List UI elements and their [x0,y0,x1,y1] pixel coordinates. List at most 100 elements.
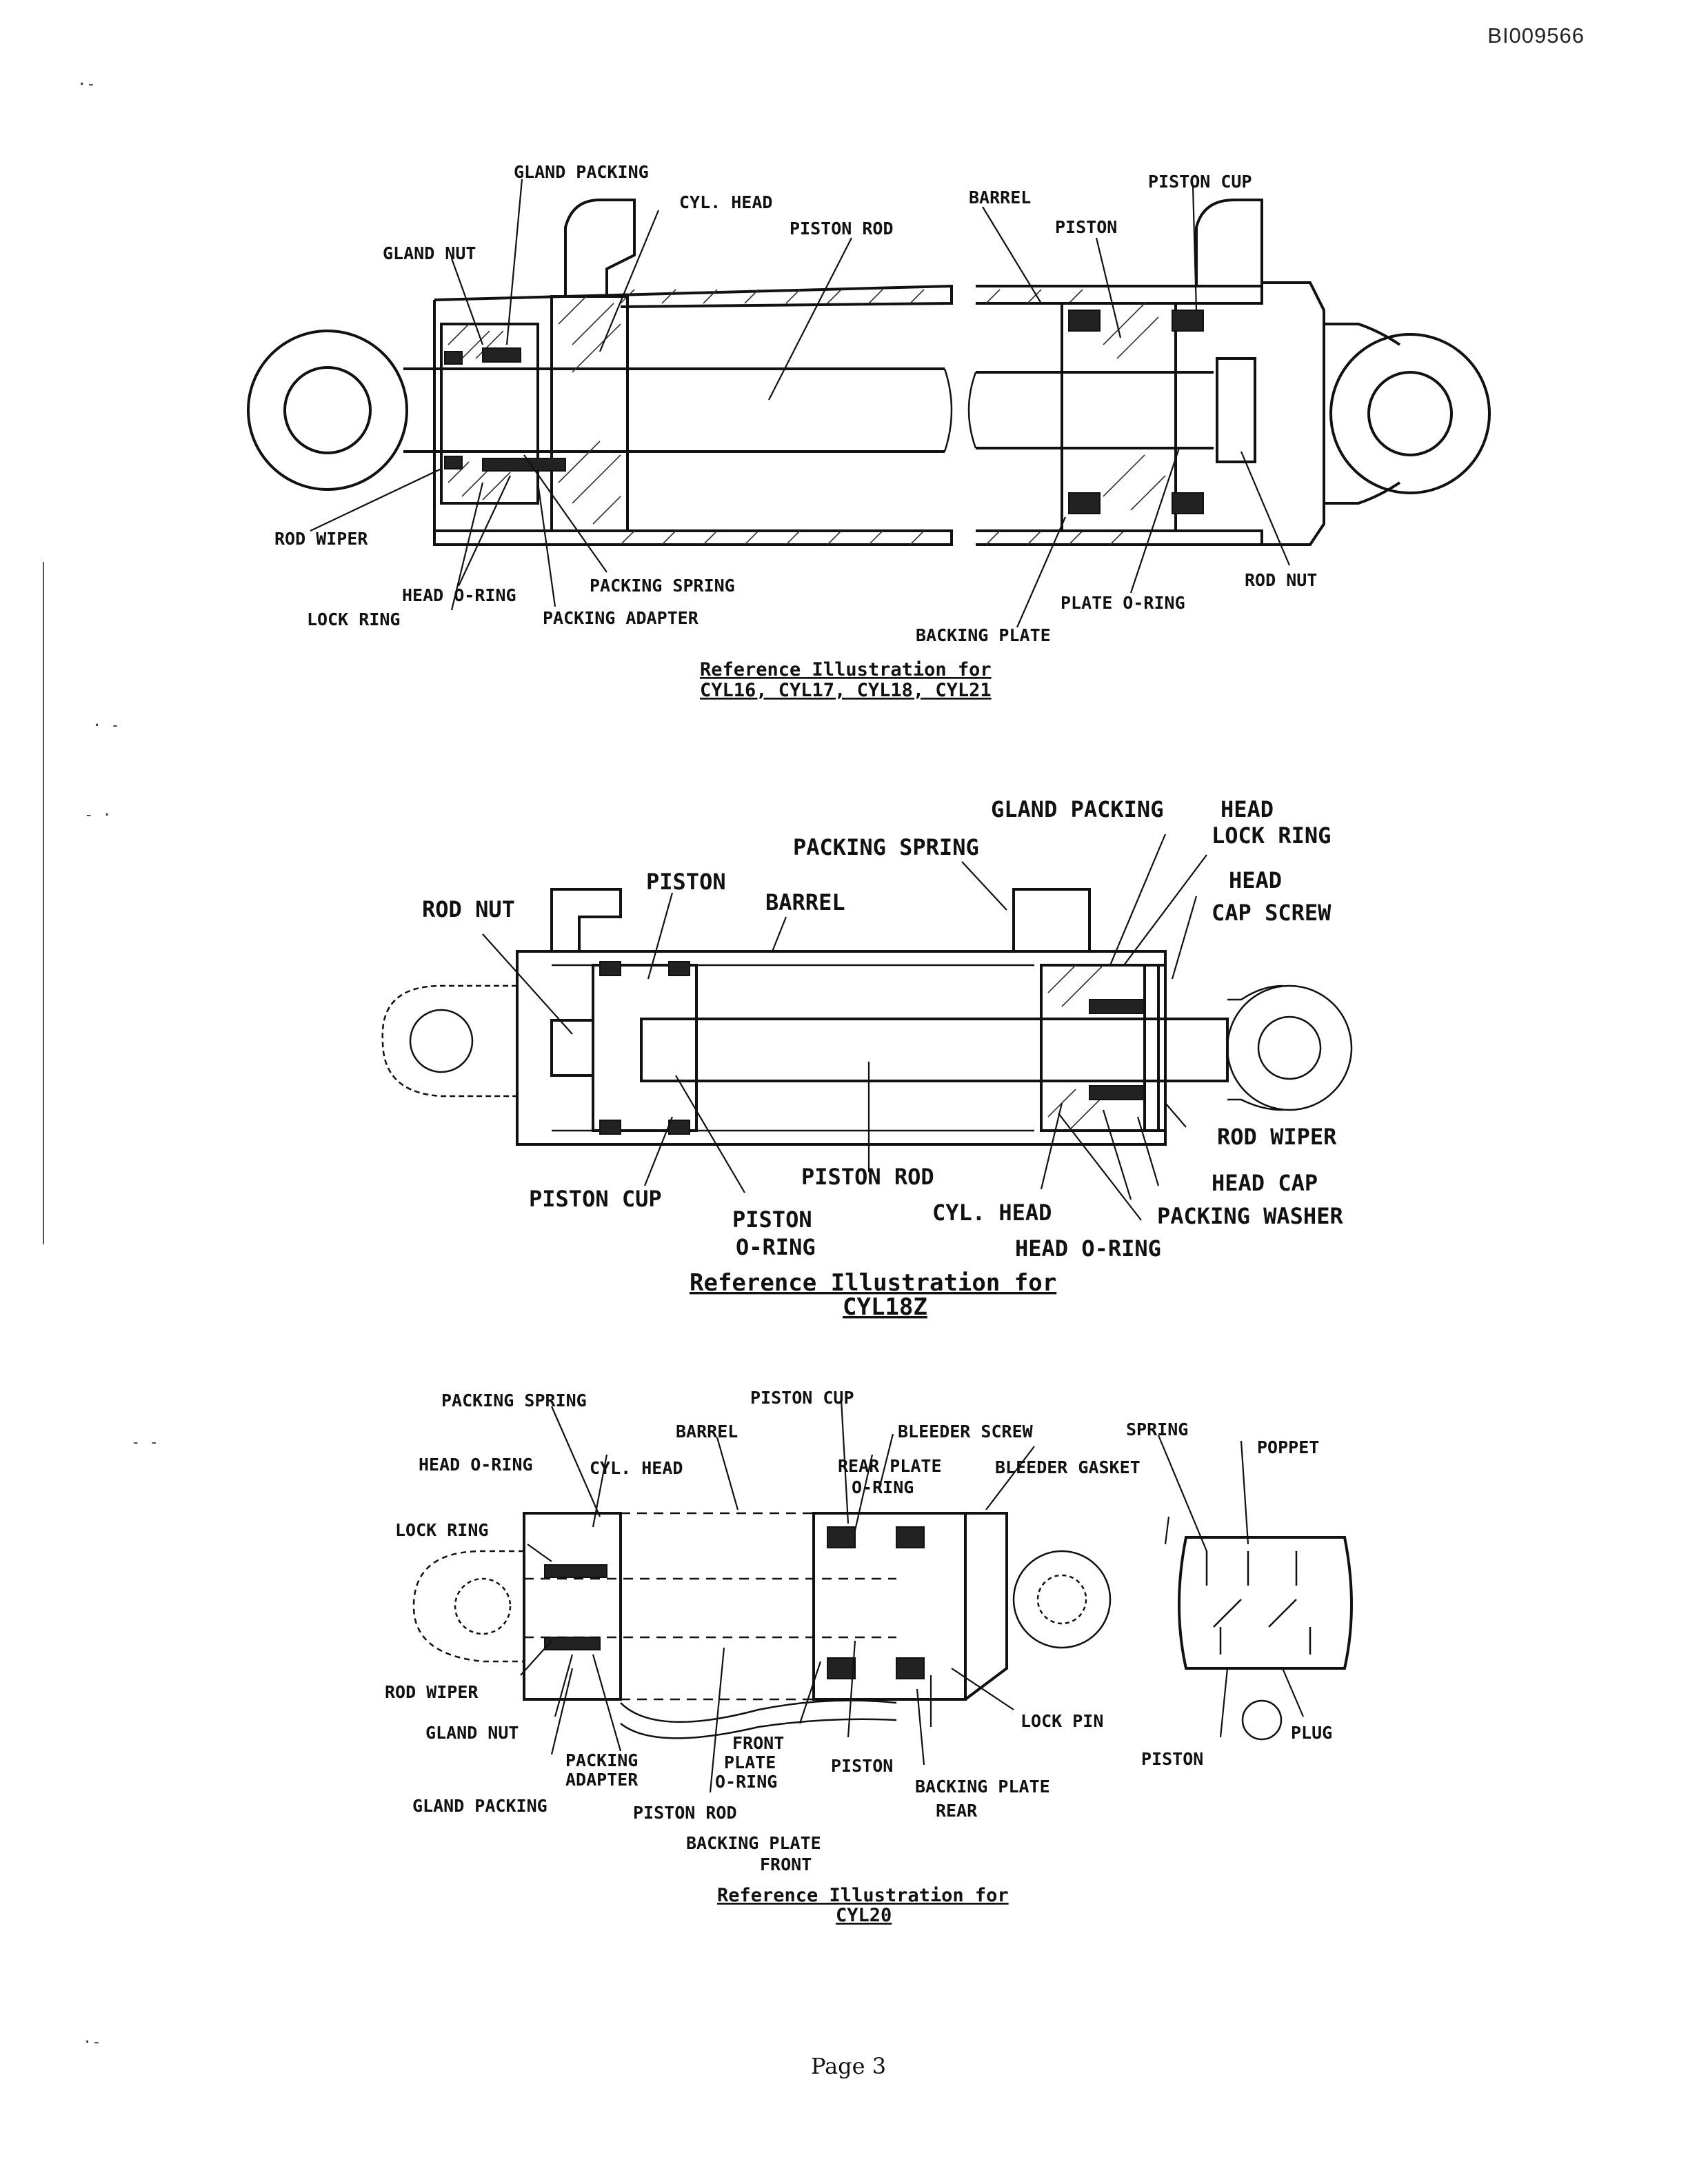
piston-cup-seal [827,1657,856,1679]
fig3-label-rod-wiper: ROD WIPER [385,1682,479,1702]
fig2-label-rod-nut: ROD NUT [422,896,515,922]
gland-packing-seal [544,1564,607,1578]
fig1-label-head-o-ring: HEAD O-RING [402,585,516,605]
fig1-label-gland-packing: GLAND PACKING [514,162,649,182]
left-port [550,888,622,951]
gland-packing-seal [1089,1085,1145,1100]
head-cap [1143,964,1167,1132]
barrel-hatch-left [620,289,925,545]
fig3-label-gland-nut: GLAND NUT [425,1723,519,1743]
piston-cup-seal [896,1657,925,1679]
cylinder-diagram-cyl20: PACKING SPRING PISTON CUP BARREL BLEEDER… [385,1388,1353,1926]
fig3-label-front-plate-1: FRONT [732,1733,784,1753]
fig3-caption-line1: Reference Illustration for [717,1885,1009,1906]
scan-speck: - - [131,1434,159,1451]
gland-hatch [448,323,511,501]
barrel-hatch-right [985,289,1125,545]
rod-nut [550,1019,594,1077]
fig1-label-plate-o-ring: PLATE O-RING [1061,593,1185,613]
fig2-caption-line2: CYL18Z [843,1293,927,1321]
fig2-caption-line1: Reference Illustration for [690,1269,1056,1297]
fig1-label-rod-nut: ROD NUT [1245,570,1317,590]
fig3-label-backing-plate-rear-2: REAR [936,1801,978,1821]
fig2-label-packing-spring: PACKING SPRING [793,834,979,860]
cylinder-diagram-cyl16-21: GLAND PACKING CYL. HEAD PISTON ROD BARRE… [247,162,1491,701]
fig1-label-backing-plate: BACKING PLATE [916,625,1051,645]
right-rod-eye-bore [1367,371,1453,456]
fig3-caption-line2: CYL20 [836,1905,892,1926]
piston-cup-seal [668,1120,690,1135]
fig2-label-piston-o-ring-1: PISTON [732,1206,812,1233]
fig2-label-cap-screw: CAP SCREW [1212,900,1332,926]
right-rod-eye-bore [1257,1015,1322,1080]
piston-cup-seal [599,961,621,976]
document-id: BI009566 [1487,23,1585,48]
left-port [564,199,636,296]
leader-line [482,833,1207,1221]
fig2-label-head: HEAD [1220,796,1274,822]
scan-speck: - · [84,807,112,824]
fig3-label-cyl-head: CYL. HEAD [590,1458,683,1478]
right-port [1012,888,1091,951]
scan-speck: · - [92,717,120,734]
right-rod-eye [1226,984,1353,1111]
piston-cup-seal [668,961,690,976]
fig3-label-spring: SPRING [1126,1419,1188,1439]
fig2-label-piston-o-ring-2: O-RING [736,1234,816,1260]
piston-cup-seal [1172,492,1204,514]
fig1-caption-line2: CYL16, CYL17, CYL18, CYL21 [700,680,992,701]
piston-cup-seal [827,1526,856,1548]
left-rod-eye-bore [283,366,372,454]
poppet-valve-body [1178,1536,1353,1670]
barrel-right [976,285,1263,546]
right-clevis [1324,323,1401,505]
fig1-label-gland-nut: GLAND NUT [383,243,476,263]
barrel-inner [552,964,1034,1132]
piston [1061,302,1177,532]
left-clevis-bore [454,1577,512,1635]
piston [592,964,698,1132]
fig3-label-piston-2: PISTON [1141,1749,1203,1769]
leader-line [310,179,1291,628]
fig1-label-packing-spring: PACKING SPRING [590,576,735,596]
gland-packing-seal [544,1637,601,1650]
poppet-internals [1205,1551,1312,1655]
hydraulic-line [620,1699,897,1739]
fig2-label-lock-ring: LOCK RING [1212,822,1331,849]
fig3-label-bleeder-screw: BLEEDER SCREW [898,1422,1034,1442]
left-clevis [381,984,517,1098]
rod-break [943,368,977,452]
fig3-label-lock-ring: LOCK RING [395,1520,488,1540]
plug [1241,1699,1283,1741]
fig1-label-piston-cup: PISTON CUP [1148,172,1252,192]
fig3-label-backing-plate-front-2: FRONT [760,1854,812,1874]
right-clevis-bore [1036,1574,1087,1625]
fig1-caption-line1: Reference Illustration for [700,659,992,680]
gland-packing-seal [482,347,521,363]
rod-wiper-seal [444,456,463,469]
cylinder-head [550,295,629,532]
cylinder-diagram-cyl18z: GLAND PACKING HEAD LOCK RING PACKING SPR… [381,796,1353,1321]
barrel-left [433,284,953,546]
fig2-label-rod-wiper: ROD WIPER [1217,1124,1337,1150]
piston-hatch [1103,303,1166,511]
fig2-label-head-o-ring: HEAD O-RING [1015,1235,1161,1262]
fig2-label-piston-rod: PISTON ROD [801,1164,934,1190]
fig3-label-rear-plate-1: REAR PLATE [838,1456,942,1476]
left-clevis-bore [409,1009,474,1073]
fig2-label-cyl-head: CYL. HEAD [932,1200,1052,1226]
fig3-label-backing-plate-front-1: BACKING PLATE [686,1833,821,1853]
right-rod-eye [1329,333,1491,494]
piston-cup-seal [1172,310,1204,332]
piston-rod [640,1018,1229,1082]
piston-rod [403,367,1214,453]
fig3-label-head-o-ring: HEAD O-RING [419,1455,533,1475]
fig3-label-packing-adapter-1: PACKING [565,1750,638,1770]
fig3-label-piston-cup: PISTON CUP [750,1388,854,1408]
fig3-label-packing-adapter-2: ADAPTER [565,1770,639,1790]
right-end-cap [1262,281,1325,546]
fig1-label-piston-rod: PISTON ROD [790,219,894,239]
fig2-label-head-cap: HEAD CAP [1212,1170,1318,1196]
page-number: Page 3 [811,2053,887,2079]
